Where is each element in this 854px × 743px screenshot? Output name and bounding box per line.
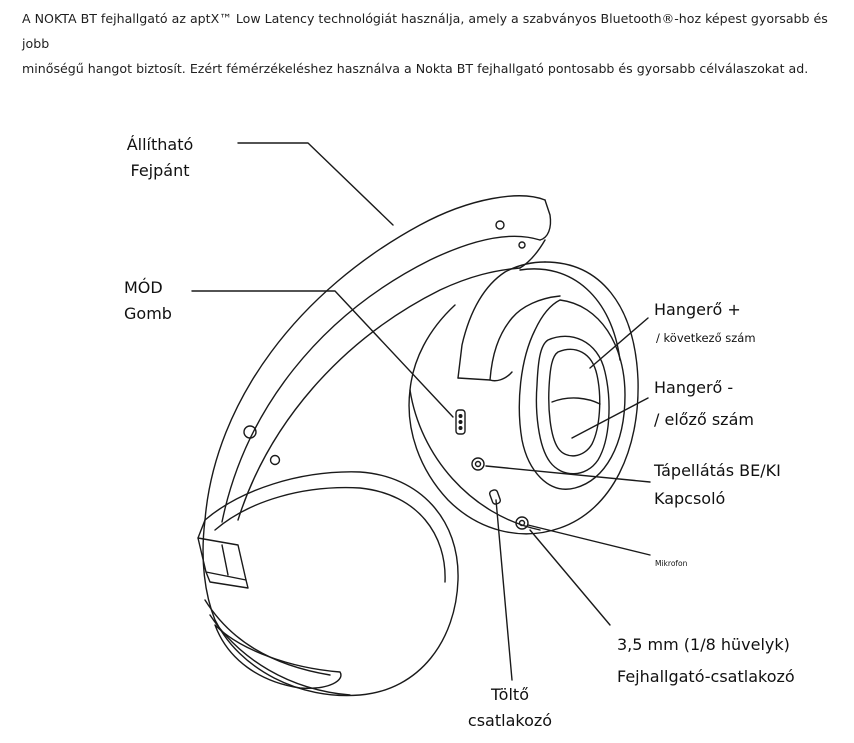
headband-underside	[237, 267, 521, 521]
leader-headband	[237, 142, 394, 226]
headband-inner	[221, 235, 541, 523]
label-charge-line2: csatlakozó	[467, 711, 553, 730]
screw-hole	[518, 241, 526, 249]
label-next-track: / következő szám	[656, 330, 756, 346]
label-charging-port: Töltő csatlakozó	[455, 682, 565, 734]
label-mode: MÓD Gomb	[124, 275, 172, 327]
yoke	[457, 261, 546, 379]
left-earcup-cushion	[214, 624, 342, 689]
power-switch	[471, 457, 485, 471]
label-volume-up: Hangerő +	[654, 297, 741, 323]
label-headband: Állítható Fejpánt	[110, 132, 210, 184]
audio-jack	[515, 516, 529, 530]
label-power-line2: Kapcsoló	[654, 489, 726, 508]
charging-port	[488, 489, 502, 505]
leader-volup	[589, 317, 649, 369]
leader-charge	[495, 499, 513, 681]
right-cup-plate	[518, 299, 626, 490]
label-power-switch: Tápellátás BE/KI Kapcsoló	[654, 458, 781, 512]
mode-button	[455, 409, 466, 435]
volume-rocker	[535, 335, 610, 475]
intro-line-1: A NOKTA BT fejhallgató az aptX™ Low Late…	[22, 11, 828, 51]
label-mode-line2: Gomb	[124, 304, 172, 323]
label-jack-line2: Fejhallgató-csatlakozó	[617, 667, 795, 686]
label-power-line1: Tápellátás BE/KI	[654, 461, 781, 480]
leader-voldown	[571, 397, 649, 439]
label-volume-down-line2: / előző szám	[654, 410, 754, 429]
screw-hole	[243, 425, 257, 439]
label-volume-down-line1: Hangerő -	[654, 378, 734, 397]
leader-mic	[527, 524, 651, 556]
screw-hole	[269, 454, 281, 466]
left-hinge	[197, 537, 247, 581]
label-headband-line2: Fejpánt	[130, 161, 190, 180]
label-volume-down: Hangerő - / előző szám	[654, 375, 754, 433]
label-audio-jack: 3,5 mm (1/8 hüvelyk) Fejhallgató-csatlak…	[617, 632, 795, 690]
label-mode-line1: MÓD	[124, 278, 163, 297]
label-charge-line1: Töltő	[491, 685, 529, 704]
intro-text: A NOKTA BT fejhallgató az aptX™ Low Late…	[22, 6, 837, 81]
label-volume-up-line1: Hangerő +	[654, 300, 741, 319]
label-volume-up-line2: / következő szám	[656, 331, 756, 345]
left-earcup	[202, 471, 459, 697]
leader-power	[485, 465, 651, 483]
label-headband-line1: Állítható	[126, 135, 194, 154]
leader-jack	[529, 529, 611, 626]
volume-rocker-inner	[548, 348, 601, 457]
label-jack-line1: 3,5 mm (1/8 hüvelyk)	[617, 635, 790, 654]
intro-line-2: minőségű hangot biztosít. Ezért fémérzék…	[22, 61, 809, 76]
label-microphone: Mikrofon	[655, 559, 687, 569]
leader-mode	[191, 290, 454, 418]
headband-outer	[204, 195, 546, 521]
screw-hole	[495, 220, 505, 230]
right-earcup-shell	[408, 261, 639, 535]
label-mic-text: Mikrofon	[655, 559, 688, 568]
